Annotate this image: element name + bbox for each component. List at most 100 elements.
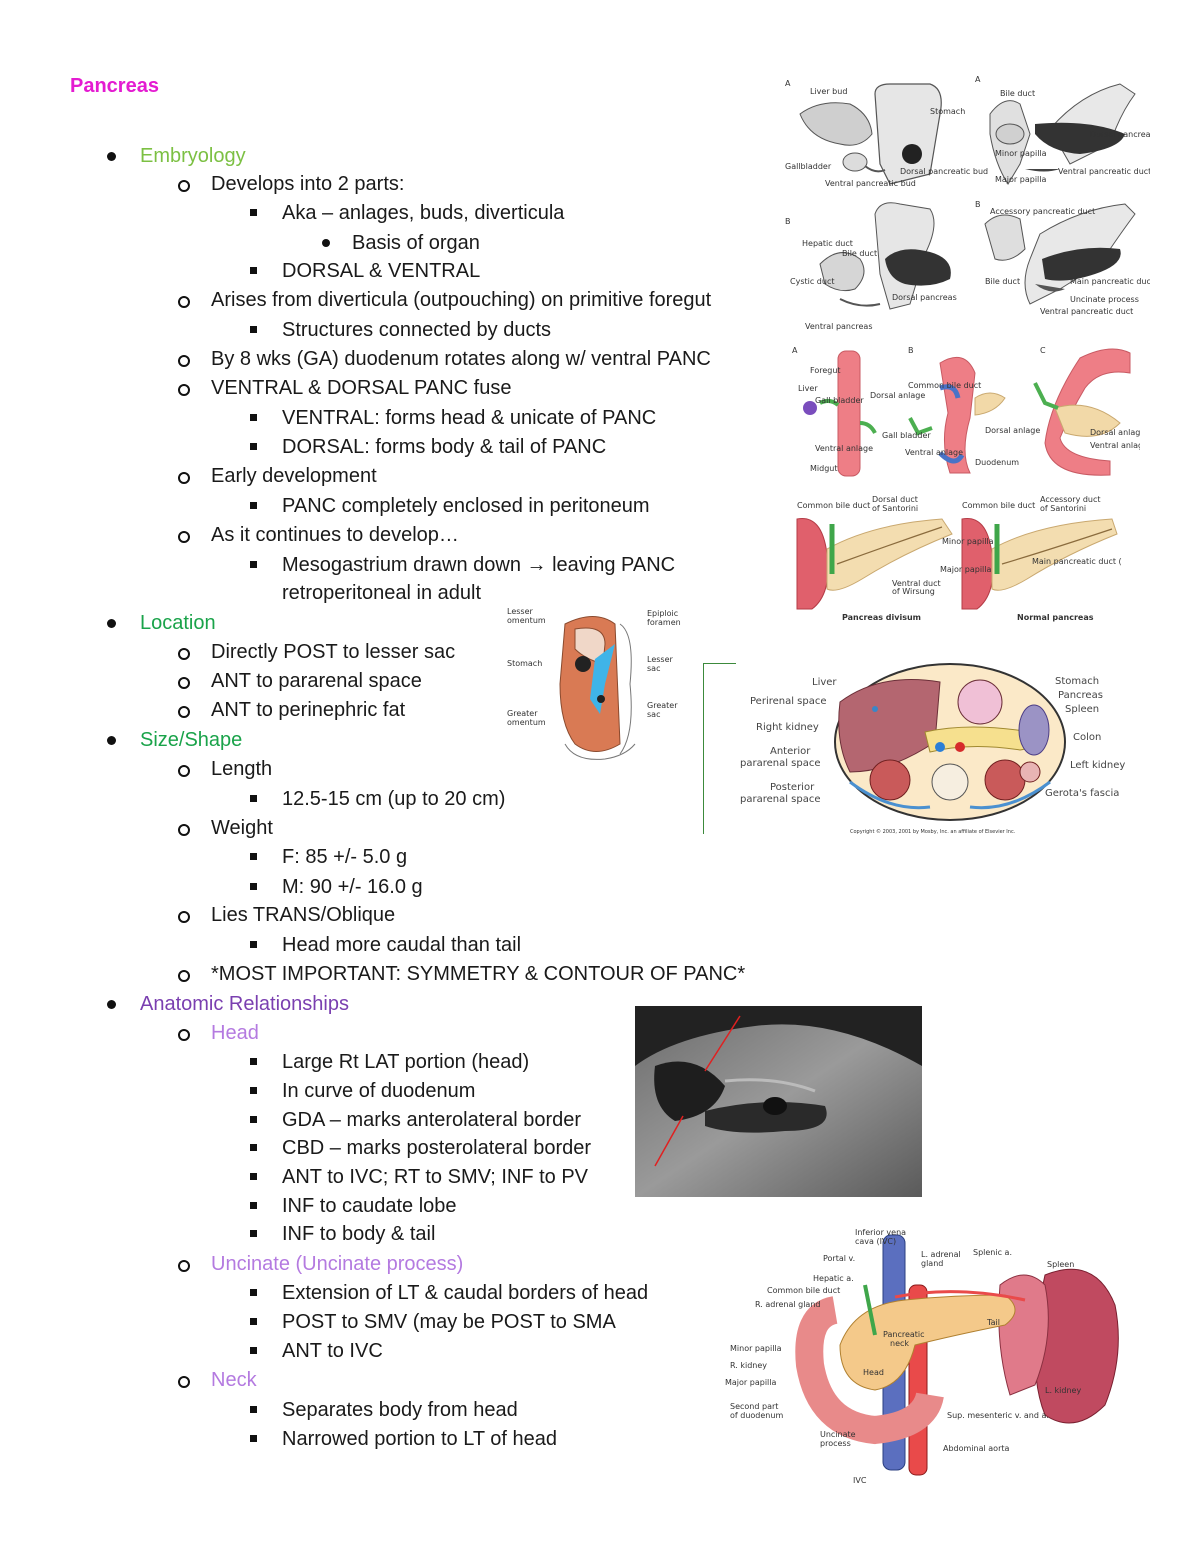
ultrasound-image <box>635 1006 922 1197</box>
bullet-ring <box>178 472 190 484</box>
bullet-ring <box>178 296 190 308</box>
bullet-square <box>250 1406 257 1413</box>
svg-text:Main pancreatic duct (Wirsung): Main pancreatic duct (Wirsung) <box>1032 557 1122 566</box>
svg-text:Ventral anlage: Ventral anlage <box>1090 441 1140 450</box>
svg-text:Foregut: Foregut <box>810 366 841 375</box>
svg-text:Colon: Colon <box>1073 732 1101 743</box>
svg-text:Sup. mesenteric v. and a.: Sup. mesenteric v. and a. <box>947 1411 1049 1420</box>
svg-text:Midgut: Midgut <box>810 464 838 473</box>
svg-text:Inferior vena: Inferior vena <box>855 1228 906 1237</box>
bullet-ring <box>178 384 190 396</box>
svg-text:Ventral anlage: Ventral anlage <box>905 448 963 457</box>
svg-text:A: A <box>785 79 791 88</box>
duodenum-rotation-figure: A Foregut Liver Gall bladder Ventral anl… <box>790 343 1140 478</box>
svg-text:Major papilla: Major papilla <box>725 1378 776 1387</box>
bullet-disc <box>107 999 116 1009</box>
bullet-square <box>250 1116 257 1123</box>
pancreas-anatomy-figure: Inferior vena cava (IVC) Portal v. Hepat… <box>725 1225 1140 1487</box>
svg-text:Dorsal pancreatic duct: Dorsal pancreatic duct <box>1090 130 1150 139</box>
svg-text:sac: sac <box>647 664 660 673</box>
bullet-square <box>250 209 257 216</box>
outline-item: Early development <box>211 465 377 487</box>
outline-item: M: 90 +/- 16.0 g <box>282 876 423 898</box>
bullet-ring <box>178 677 190 689</box>
svg-text:Perirenal space: Perirenal space <box>750 696 827 707</box>
outline-item: retroperitoneal in adult <box>282 582 482 604</box>
bullet-square <box>250 941 257 948</box>
svg-text:L. kidney: L. kidney <box>1045 1386 1081 1395</box>
bullet-square <box>250 326 257 333</box>
svg-text:Stomach: Stomach <box>1055 676 1099 687</box>
bullet-square <box>250 414 257 421</box>
svg-text:Gall bladder: Gall bladder <box>815 396 864 405</box>
svg-text:Dorsal anlage: Dorsal anlage <box>1090 428 1140 437</box>
svg-text:Minor papilla: Minor papilla <box>942 537 994 546</box>
outline-item: F: 85 +/- 5.0 g <box>282 846 408 868</box>
sagittal-peritoneum-figure: Lesser omentum Epiploic foramen Stomach … <box>505 604 690 764</box>
svg-text:B: B <box>908 346 914 355</box>
outline-item: INF to body & tail <box>282 1223 436 1245</box>
bullet-disc <box>107 618 116 628</box>
svg-text:Ventral pancreatic bud: Ventral pancreatic bud <box>825 179 916 188</box>
svg-text:Portal v.: Portal v. <box>823 1254 855 1263</box>
bullet-square <box>250 1058 257 1065</box>
svg-text:Gallbladder: Gallbladder <box>785 162 832 171</box>
bullet-ring <box>178 531 190 543</box>
outline-item: By 8 wks (GA) duodenum rotates along w/ … <box>211 348 711 370</box>
svg-text:Common bile duct: Common bile duct <box>962 501 1035 510</box>
svg-text:Anterior: Anterior <box>770 746 811 757</box>
bracket-line <box>703 663 736 834</box>
bullet-square <box>250 1087 257 1094</box>
outline-item: ANT to perinephric fat <box>211 699 406 721</box>
svg-text:L. adrenal: L. adrenal <box>921 1250 961 1259</box>
outline-item: In curve of duodenum <box>282 1080 476 1102</box>
bullet-ring <box>178 706 190 718</box>
bullet-dot <box>322 239 330 247</box>
svg-text:Dorsal anlage: Dorsal anlage <box>870 391 925 400</box>
outline-item: *MOST IMPORTANT: SYMMETRY & CONTOUR OF P… <box>211 963 746 985</box>
outline-item: VENTRAL & DORSAL PANC fuse <box>211 377 512 399</box>
svg-text:Head: Head <box>863 1368 884 1377</box>
svg-text:Dorsal duct: Dorsal duct <box>872 495 918 504</box>
svg-text:Liver bud: Liver bud <box>810 87 847 96</box>
bullet-square <box>250 853 257 860</box>
svg-text:Cystic duct: Cystic duct <box>790 277 834 286</box>
svg-text:Ventral anlage: Ventral anlage <box>815 444 873 453</box>
svg-text:Pancreas divisum: Pancreas divisum <box>842 613 921 622</box>
bullet-ring <box>178 765 190 777</box>
bullet-square <box>250 267 257 274</box>
outline-item: INF to caudate lobe <box>282 1195 457 1217</box>
bullet-square <box>250 1230 257 1237</box>
svg-text:sac: sac <box>647 710 660 719</box>
bullet-square <box>250 1202 257 1209</box>
outline-item: PANC completely enclosed in peritoneum <box>282 495 650 517</box>
outline-item: Develops into 2 parts: <box>211 173 405 195</box>
outline-item: VENTRAL: forms head & unicate of PANC <box>282 407 657 429</box>
svg-text:IVC: IVC <box>853 1476 867 1485</box>
bullet-square <box>250 1144 257 1151</box>
outline-item: DORSAL & VENTRAL <box>282 260 481 282</box>
section-heading: Size/Shape <box>140 729 243 751</box>
bullet-ring <box>178 180 190 192</box>
page-title: Pancreas <box>70 75 159 97</box>
svg-text:gland: gland <box>921 1259 943 1268</box>
bullet-square <box>250 1347 257 1354</box>
outline-item: DORSAL: forms body & tail of PANC <box>282 436 607 458</box>
bullet-square <box>250 1435 257 1442</box>
svg-text:Ventral pancreatic duct: Ventral pancreatic duct <box>1058 167 1150 176</box>
bullet-square <box>250 1289 257 1296</box>
bullet-ring <box>178 911 190 923</box>
svg-text:Greater: Greater <box>507 709 538 718</box>
bullet-ring <box>178 970 190 982</box>
outline-item: POST to SMV (may be POST to SMA <box>282 1311 616 1333</box>
svg-text:Tail: Tail <box>986 1318 1000 1327</box>
section-heading: Location <box>140 612 216 634</box>
bullet-square <box>250 561 257 568</box>
svg-text:pararenal space: pararenal space <box>740 794 821 805</box>
svg-text:Posterior: Posterior <box>770 782 815 793</box>
bullet-square <box>250 1318 257 1325</box>
svg-text:Common bile duct: Common bile duct <box>797 501 870 510</box>
svg-text:Hepatic a.: Hepatic a. <box>813 1274 854 1283</box>
subsection-heading: Neck <box>211 1369 257 1391</box>
outline-item: Arises from diverticula (outpouching) on… <box>211 289 712 311</box>
